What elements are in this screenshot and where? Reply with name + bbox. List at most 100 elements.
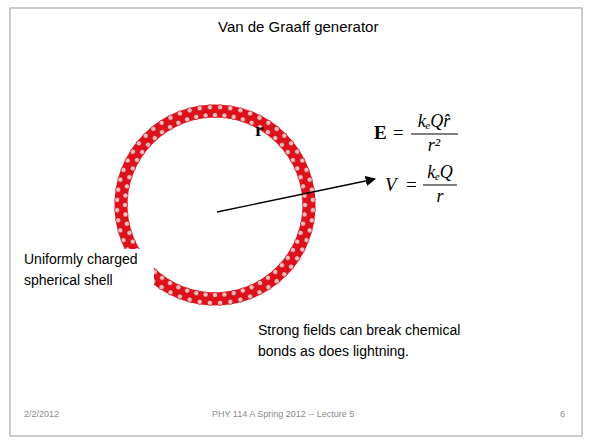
slide-frame (10, 8, 582, 436)
charge-bead (122, 202, 127, 207)
charge-bead (130, 149, 135, 154)
charge-bead (300, 247, 305, 252)
charge-bead (257, 290, 262, 295)
numerator: kₑQ (427, 162, 453, 183)
charge-bead (121, 238, 126, 243)
footer-date: 2/2/2012 (24, 409, 59, 419)
charge-bead (177, 294, 182, 299)
charge-bead (238, 297, 243, 302)
charge-bead (279, 142, 284, 147)
footer-course-holder: PHY 114 A Spring 2012 -- Lecture 5 (212, 403, 354, 421)
charge-bead (302, 202, 307, 207)
charge-bead (187, 108, 192, 113)
charge-bead (118, 177, 123, 182)
potential-symbol: V (385, 174, 397, 196)
charge-bead (177, 111, 182, 116)
charge-bead (290, 247, 295, 252)
charge-bead (218, 300, 223, 305)
charge-bead (187, 297, 192, 302)
charge-bead (218, 105, 223, 110)
charge-bead (298, 175, 303, 180)
charge-bead (185, 288, 190, 293)
charge-bead (197, 106, 202, 111)
charge-bead (121, 167, 126, 172)
charge-bead (130, 166, 135, 171)
charge-bead (282, 133, 287, 138)
charge-bead (304, 238, 309, 243)
charge-bead (207, 300, 212, 305)
charge-bead (140, 149, 145, 154)
field-symbol-holder: E (374, 122, 387, 144)
charge-bead (185, 117, 190, 122)
note-text-holder: Strong fields can break chemical bonds a… (258, 320, 488, 362)
charge-bead (295, 239, 300, 244)
charge-bead (304, 167, 309, 172)
charge-bead (222, 113, 227, 118)
page-number-holder: 6 (560, 403, 565, 421)
charge-bead (249, 120, 254, 125)
radius-label-holder: r (255, 119, 263, 141)
denominator: r (436, 186, 443, 207)
charge-bead (168, 290, 173, 295)
note-text: Strong fields can break chemical bonds a… (258, 320, 488, 362)
charge-bead (295, 256, 300, 261)
charge-bead (203, 113, 208, 118)
charge-bead (127, 175, 132, 180)
charge-bead (159, 275, 164, 280)
charge-bead (176, 285, 181, 290)
numerator-holder: kₑQ (390, 162, 490, 183)
charge-bead (274, 279, 279, 284)
charge-bead (289, 141, 294, 146)
charge-bead (289, 264, 294, 269)
potential-symbol-holder: V (385, 174, 397, 196)
charge-bead (146, 142, 151, 147)
numerator: kₑQr̂ (418, 111, 451, 132)
charge-bead (228, 299, 233, 304)
charge-bead (307, 177, 312, 182)
charge-bead (123, 193, 128, 198)
charge-bead (279, 263, 284, 268)
charge-bead (212, 292, 217, 297)
charge-bead (159, 120, 164, 125)
denominator: r² (428, 135, 440, 156)
charge-bead (159, 130, 164, 135)
charge-bead (266, 120, 271, 125)
charge-bead (143, 133, 148, 138)
charge-bead (168, 115, 173, 120)
numerator-holder: kₑQr̂ (384, 111, 484, 132)
charge-bead (295, 149, 300, 154)
charge-bead (248, 111, 253, 116)
charge-bead (130, 239, 135, 244)
page-number: 6 (560, 409, 565, 419)
charge-bead (249, 285, 254, 290)
radius-label: r (255, 119, 263, 141)
charge-bead (240, 117, 245, 122)
charge-bead (231, 114, 236, 119)
charge-bead (282, 272, 287, 277)
charge-bead (238, 108, 243, 113)
charge-bead (257, 280, 262, 285)
charge-bead (203, 292, 208, 297)
equals-sign: = (406, 174, 417, 196)
charge-bead (197, 299, 202, 304)
charge-bead (176, 120, 181, 125)
charge-bead (124, 221, 129, 226)
charge-bead (167, 280, 172, 285)
charge-bead (309, 218, 314, 223)
charge-bead (136, 141, 141, 146)
equals-sign: = (393, 122, 404, 144)
charge-bead (265, 130, 270, 135)
charge-bead (207, 105, 212, 110)
charge-bead (266, 285, 271, 290)
charge-bead (285, 149, 290, 154)
charge-bead (231, 290, 236, 295)
charge-bead (134, 157, 139, 162)
charge-bead (285, 255, 290, 260)
charge-bead (265, 275, 270, 280)
charge-bead (248, 294, 253, 299)
charge-bead (290, 157, 295, 162)
charge-bead (310, 197, 315, 202)
fraction-bar (423, 185, 457, 186)
